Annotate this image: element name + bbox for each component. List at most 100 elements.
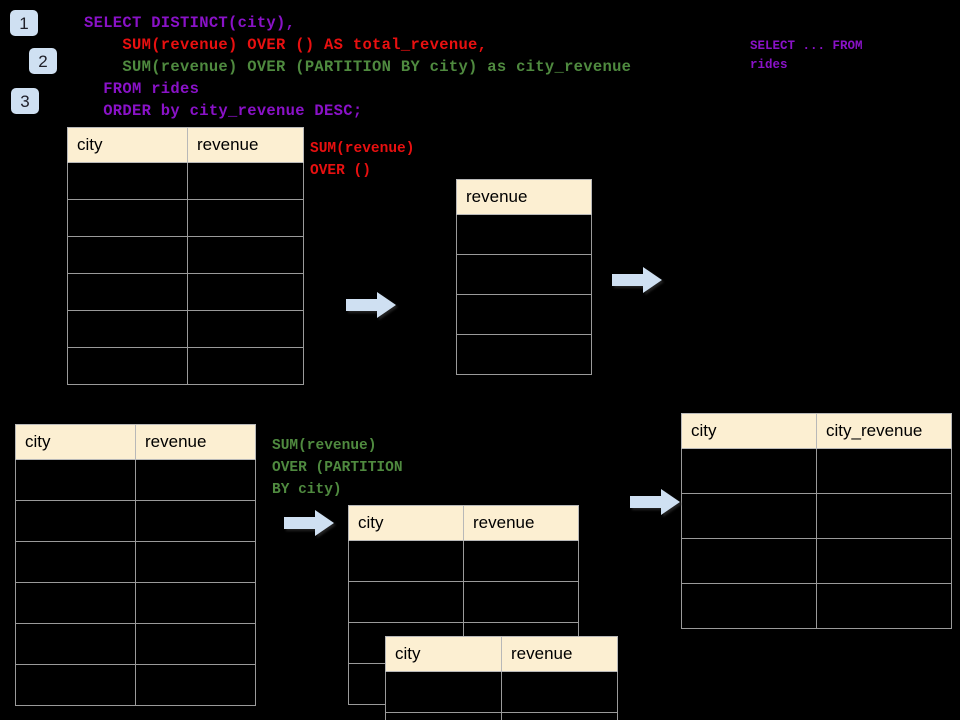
- table-row: [456, 334, 592, 375]
- table-row: [456, 294, 592, 335]
- table-cell: [187, 310, 304, 348]
- table-cell: [67, 236, 188, 274]
- sql-line-3: SUM(revenue) OVER (PARTITION BY city) as…: [84, 58, 632, 76]
- table-row: [67, 199, 304, 237]
- table-cell: [15, 500, 136, 542]
- table-cell: [816, 448, 952, 494]
- table-cell: [681, 493, 817, 539]
- table-row: [15, 459, 256, 501]
- table-cell: [816, 583, 952, 629]
- table-cell: [463, 540, 579, 582]
- column-header: city_revenue: [816, 413, 952, 449]
- sql-line-1: SELECT DISTINCT(city),: [84, 14, 296, 32]
- table-cell: [67, 310, 188, 348]
- table-cell: [816, 538, 952, 584]
- annotation-sum-over-partition-by-city: SUM(revenue) OVER (PARTITION BY city): [272, 438, 403, 498]
- column-header: city: [348, 505, 464, 541]
- step-badge-2: 2: [29, 48, 57, 74]
- arrow-bottom-left-icon: [284, 510, 334, 536]
- column-header: revenue: [463, 505, 579, 541]
- table-row: [67, 347, 304, 385]
- table-header-row: revenue: [456, 179, 592, 215]
- table-row: [385, 671, 618, 713]
- table-cell: [385, 671, 502, 713]
- table-cell: [456, 294, 592, 335]
- table-cell: [135, 541, 256, 583]
- table-cell: [348, 581, 464, 623]
- table-row: [385, 712, 618, 720]
- table-cell: [15, 582, 136, 624]
- column-header: city: [15, 424, 136, 460]
- table-cell: [135, 459, 256, 501]
- arrow-top-right-icon: [612, 267, 662, 293]
- table-cell: [67, 273, 188, 311]
- table-row: [456, 214, 592, 255]
- table-cell: [187, 162, 304, 200]
- table-row: [67, 236, 304, 274]
- column-header: revenue: [501, 636, 618, 672]
- table-cell: [816, 493, 952, 539]
- table-cell: [67, 199, 188, 237]
- sql-query-block: SELECT DISTINCT(city), SUM(revenue) OVER…: [84, 12, 631, 122]
- table-row: [456, 254, 592, 295]
- table-row: [681, 583, 952, 629]
- step-badge-1: 1: [10, 10, 38, 36]
- table-cell: [187, 273, 304, 311]
- column-header: revenue: [187, 127, 304, 163]
- sql-line-2: SUM(revenue) OVER () AS total_revenue,: [84, 36, 488, 54]
- column-header: revenue: [135, 424, 256, 460]
- table-cell: [501, 671, 618, 713]
- table-cell: [456, 214, 592, 255]
- table-row: [15, 664, 256, 706]
- table-cell: [456, 334, 592, 375]
- table-cell: [135, 582, 256, 624]
- table-cell: [135, 500, 256, 542]
- table-cell: [15, 459, 136, 501]
- table-cell: [135, 623, 256, 665]
- table-cell: [67, 347, 188, 385]
- annotation-sum-over-empty: SUM(revenue) OVER (): [310, 141, 415, 179]
- table-cell: [681, 448, 817, 494]
- column-header: city: [681, 413, 817, 449]
- arrow-top-left-icon: [346, 292, 396, 318]
- table-cell: [15, 664, 136, 706]
- table-cell: [501, 712, 618, 720]
- table-row: [15, 623, 256, 665]
- table-row: [67, 310, 304, 348]
- table-cell: [463, 581, 579, 623]
- total-revenue-table: revenue: [456, 179, 592, 375]
- table-cell: [135, 664, 256, 706]
- table-cell: [187, 236, 304, 274]
- column-header: revenue: [456, 179, 592, 215]
- table-row: [681, 493, 952, 539]
- table-row: [67, 162, 304, 200]
- table-cell: [348, 540, 464, 582]
- table-row: [348, 581, 579, 623]
- table-row: [348, 540, 579, 582]
- table-row: [15, 541, 256, 583]
- table-cell: [456, 254, 592, 295]
- table-row: [15, 582, 256, 624]
- table-cell: [187, 347, 304, 385]
- table-cell: [681, 538, 817, 584]
- annotation-select-from-rides: SELECT ... FROM rides: [750, 39, 863, 72]
- table-cell: [15, 623, 136, 665]
- column-header: city: [385, 636, 502, 672]
- column-header: city: [67, 127, 188, 163]
- table-cell: [67, 162, 188, 200]
- sql-line-4: FROM rides: [84, 80, 200, 98]
- table-cell: [681, 583, 817, 629]
- arrow-bottom-right-icon: [630, 489, 680, 515]
- table-row: [681, 538, 952, 584]
- table-row: [15, 500, 256, 542]
